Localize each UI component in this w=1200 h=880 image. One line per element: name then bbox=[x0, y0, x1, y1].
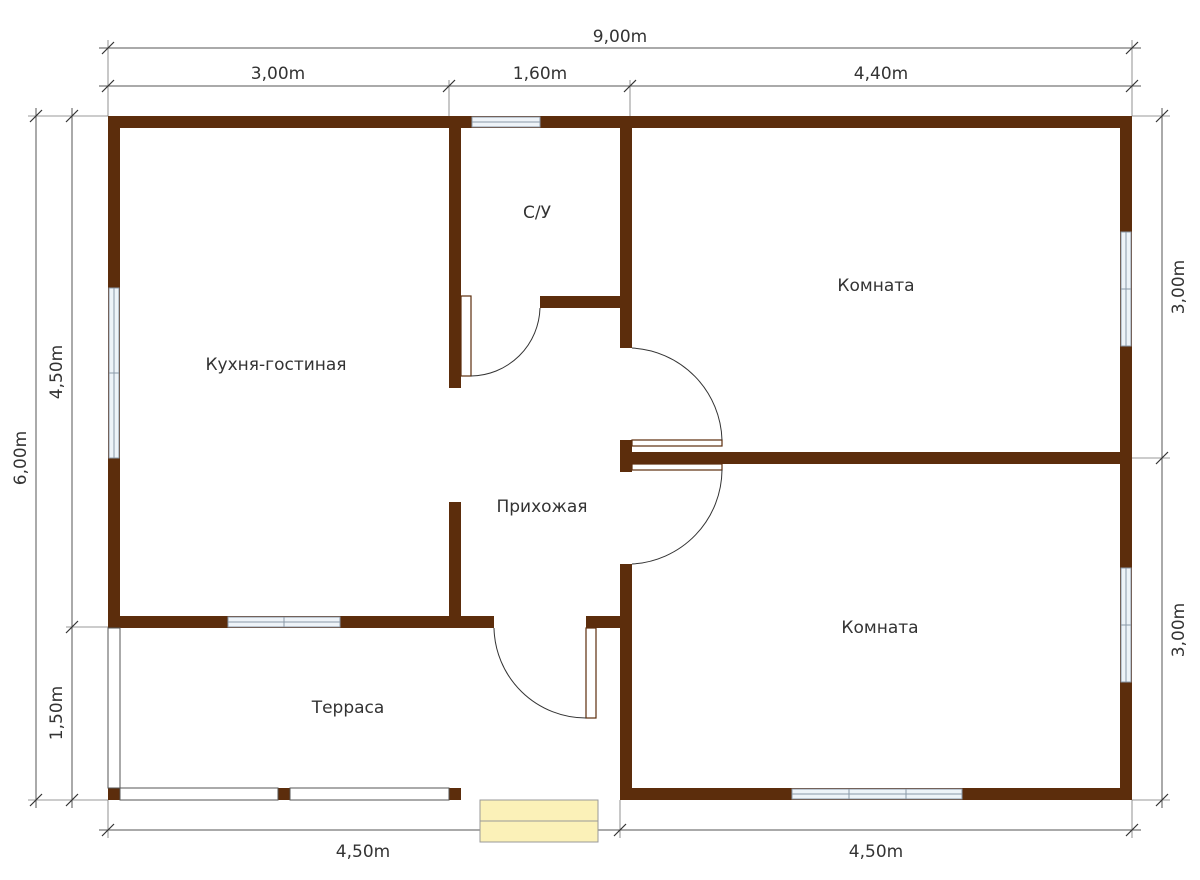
window-room-bottom bbox=[791, 788, 963, 800]
dim-left-upper: 4,50m bbox=[47, 345, 67, 399]
wall-kitchen-hall-upper bbox=[449, 116, 461, 388]
room-label-bathroom: С/У bbox=[523, 203, 552, 223]
room-label-room-lower: Комната bbox=[841, 618, 918, 638]
window-room-upper bbox=[1120, 231, 1132, 347]
room-label-terrace: Терраса bbox=[311, 698, 385, 718]
dimension-lines bbox=[28, 40, 1170, 838]
door-room-lower bbox=[631, 463, 723, 565]
terrace-post-middle bbox=[278, 788, 290, 800]
door-room-upper bbox=[631, 347, 723, 447]
walls bbox=[108, 116, 1132, 800]
dim-left-lower: 1,50m bbox=[47, 686, 67, 740]
wall-kitchen-hall-lower bbox=[449, 502, 461, 616]
window-kitchen-left bbox=[108, 287, 120, 459]
wall-bathroom-bottom bbox=[540, 296, 630, 308]
dim-top-middle: 1,60m bbox=[513, 64, 567, 84]
room-label-hallway: Прихожая bbox=[496, 497, 587, 517]
dim-right-lower: 3,00m bbox=[1169, 603, 1189, 657]
dim-left-total: 6,00m bbox=[11, 431, 31, 485]
wall-rooms-left-lower bbox=[620, 564, 632, 800]
room-label-room-upper: Комната bbox=[837, 276, 914, 296]
terrace-railings bbox=[107, 627, 450, 801]
door-entrance bbox=[493, 627, 597, 719]
dim-bottom-right: 4,50m bbox=[849, 842, 903, 862]
doors bbox=[460, 295, 723, 719]
dim-top-total: 9,00m bbox=[593, 27, 647, 47]
terrace-post-right bbox=[449, 788, 461, 800]
window-kitchen-terrace bbox=[227, 616, 341, 628]
windows bbox=[108, 116, 1132, 800]
dim-top-right: 4,40m bbox=[854, 64, 908, 84]
wall-hall-bottom-right bbox=[586, 616, 632, 628]
terrace-post-left bbox=[108, 788, 120, 800]
wall-rooms-divider bbox=[632, 452, 1132, 464]
dim-right-upper: 3,00m bbox=[1169, 260, 1189, 314]
dim-bottom-left: 4,50m bbox=[336, 842, 390, 862]
window-bathroom bbox=[471, 116, 541, 128]
window-room-lower bbox=[1120, 567, 1132, 683]
dim-top-left: 3,00m bbox=[251, 64, 305, 84]
entrance-steps bbox=[479, 799, 599, 843]
wall-rooms-left-mid bbox=[620, 440, 632, 472]
room-label-kitchen-living: Кухня-гостиная bbox=[205, 355, 346, 375]
wall-rooms-left-upper bbox=[620, 116, 632, 348]
door-bathroom bbox=[460, 295, 541, 377]
